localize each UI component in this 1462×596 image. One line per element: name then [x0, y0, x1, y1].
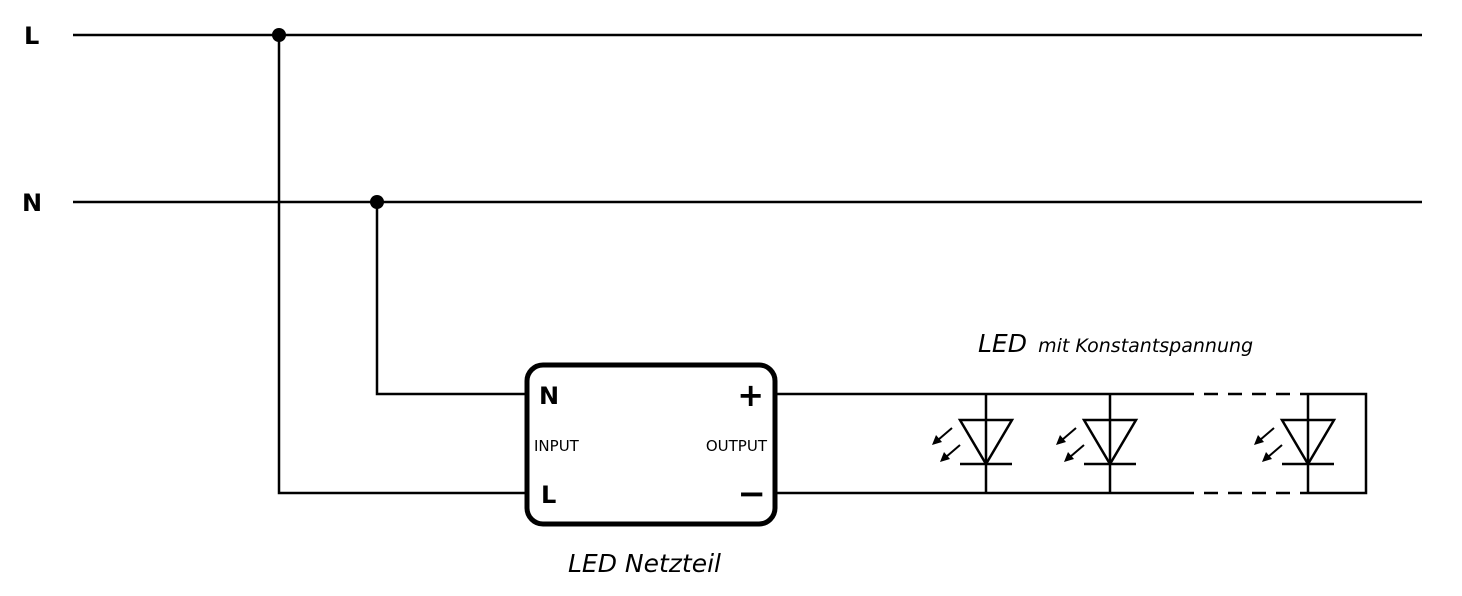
light-arrows-icon: [932, 427, 961, 462]
led-2: [1056, 394, 1139, 493]
psu-output-caption: OUTPUT: [706, 437, 768, 455]
line-feed-wire: [277, 35, 528, 495]
led-3: [1254, 394, 1337, 493]
psu-input-n-label: N: [539, 382, 559, 410]
strip-end-wire: [1300, 392, 1368, 495]
light-arrows-icon: [1254, 427, 1283, 462]
psu-input-l-label: L: [541, 481, 556, 509]
led-1: [932, 394, 1015, 493]
line-junction-dot: [272, 28, 286, 42]
power-supply-box: [524, 362, 778, 527]
light-arrows-icon: [1056, 427, 1085, 462]
line-rail-label: L: [24, 22, 39, 50]
led-strip-title: LED mit Konstantspannung: [978, 329, 1253, 358]
neutral-junction-dot: [370, 195, 384, 209]
psu-input-caption: INPUT: [534, 437, 580, 455]
led-strip-title-rest: mit Konstantspannung: [1038, 335, 1253, 357]
diode-triangle: [1279, 418, 1337, 467]
led-strip-title-led: LED: [978, 329, 1027, 358]
neutral-rail-label: N: [22, 189, 42, 217]
diode-triangle: [957, 418, 1015, 467]
psu-output-plus-label: +: [737, 376, 764, 414]
psu-output-minus-label: −: [738, 474, 767, 514]
neutral-feed-wire: [375, 202, 528, 396]
power-supply-name: LED Netzteil: [568, 549, 721, 578]
diode-triangle: [1081, 418, 1139, 467]
